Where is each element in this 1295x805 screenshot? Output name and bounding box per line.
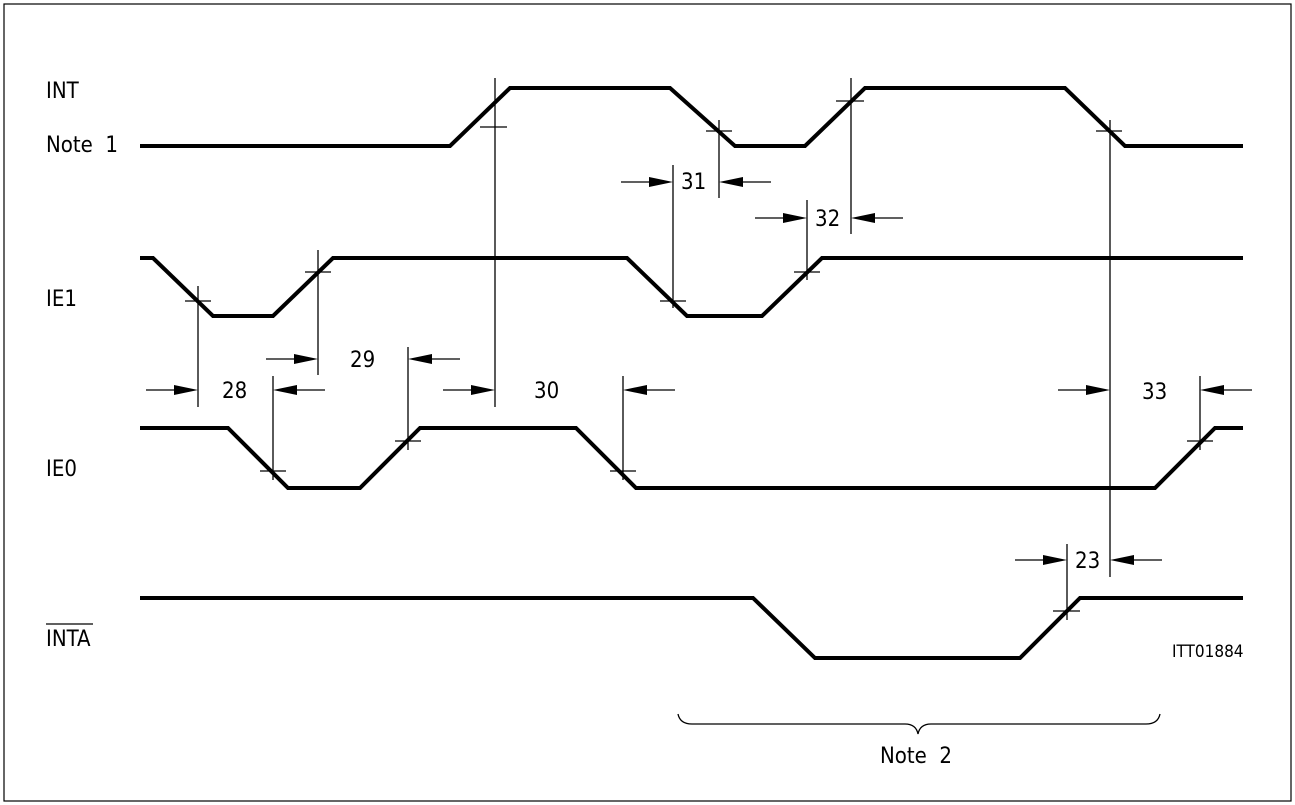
label-note2: Note 2 [880,744,952,769]
diagram-frame [3,3,1292,802]
label-int: INT [46,79,80,104]
timing-33: 33 [1142,380,1167,405]
timing-30: 30 [534,379,559,404]
wave-inta [140,596,1243,660]
note2-brace [677,713,1161,735]
reference-lines [197,78,1201,620]
wave-int [140,86,1243,148]
wave-ie0 [140,426,1243,490]
timing-32: 32 [815,207,840,232]
figure-id: ITT01884 [1172,642,1244,662]
wave-ie1 [140,256,1243,318]
dimension-arrows [146,177,1252,565]
timing-31: 31 [681,170,706,195]
label-note1: Note 1 [46,133,118,158]
timing-28: 28 [222,379,247,404]
timing-29: 29 [350,348,375,373]
label-ie1: IE1 [46,287,77,312]
label-inta: INTA [46,627,91,652]
timing-23: 23 [1075,549,1100,574]
label-ie0: IE0 [46,457,77,482]
